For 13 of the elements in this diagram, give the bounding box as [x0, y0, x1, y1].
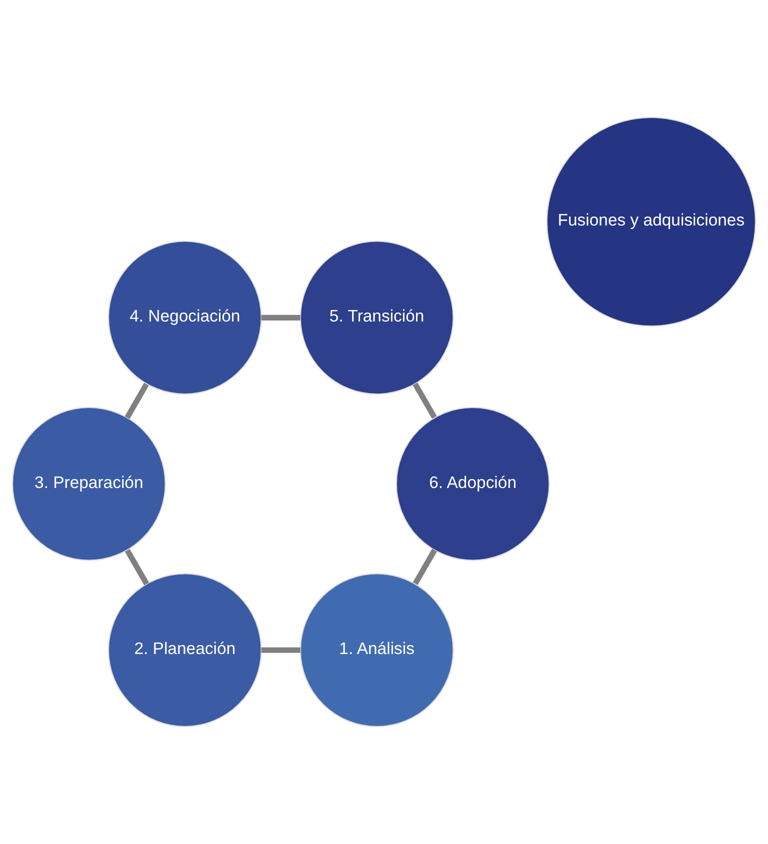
connector — [261, 647, 300, 653]
node-circle: Fusiones y adquisiciones — [546, 116, 756, 327]
node-circle: 3. Preparación — [12, 406, 166, 561]
connector — [412, 548, 438, 586]
connector — [124, 382, 149, 420]
node-circle: 4. Negociación — [108, 240, 262, 395]
node-circle: 1. Análisis — [300, 573, 454, 728]
node-circle: 6. Adopción — [396, 406, 550, 561]
node-circle: 5. Transición — [300, 240, 454, 395]
connector — [261, 314, 300, 320]
connector — [412, 382, 437, 419]
connector — [124, 549, 150, 586]
node-circle: 2. Planeación — [108, 573, 262, 728]
